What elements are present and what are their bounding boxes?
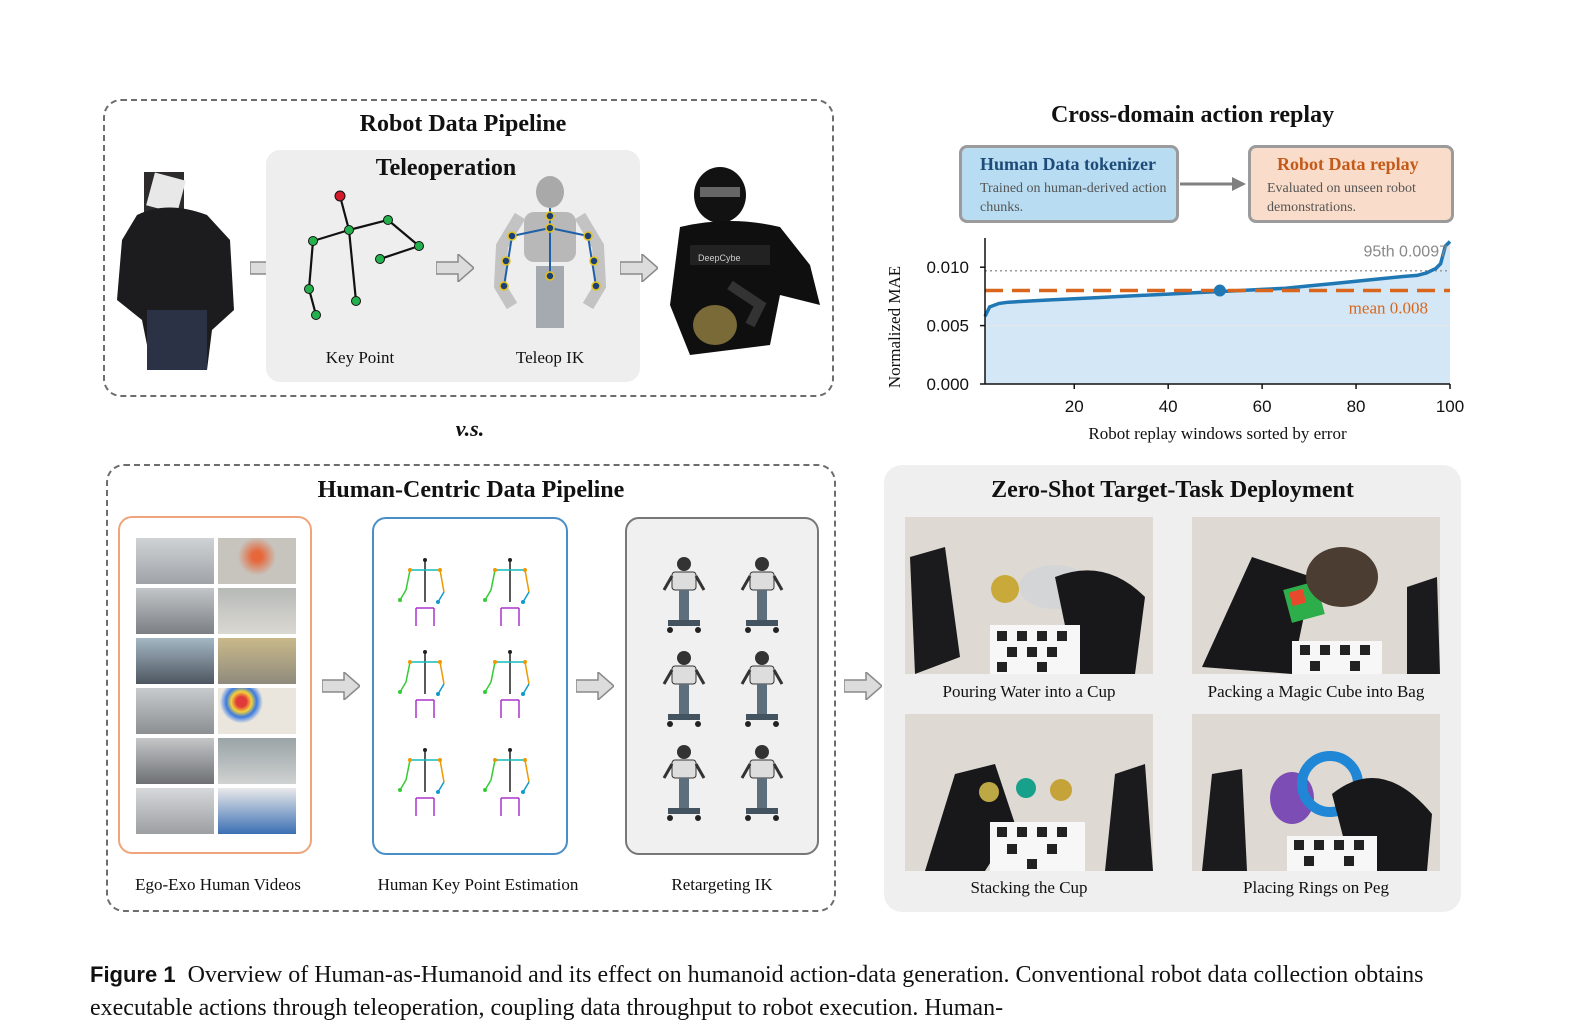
replay-error-chart: 0.000 0.005 0.010 20 40 60 80 100 95th 0.0097 mea… (885, 238, 1464, 443)
tokenizer-box: Human Data tokenizer Trained on human-de… (959, 145, 1179, 223)
robot-replay-box: Robot Data replay Evaluated on unseen ro… (1248, 145, 1454, 223)
video-thumbnail (218, 788, 296, 834)
p95-label: 95th 0.0097 (1363, 244, 1448, 261)
figure-caption: Figure 1 Overview of Human-as-Humanoid a… (90, 958, 1510, 1025)
key-point-label: Key Point (325, 348, 395, 367)
human-pipeline-panel (106, 464, 836, 912)
deployment-title: Zero-Shot Target-Task Deployment (991, 477, 1354, 503)
task-label-rings: Placing Rings on Peg (1243, 878, 1389, 897)
keypoint-estimation-label: Human Key Point Estimation (377, 875, 579, 894)
video-thumbnail (218, 738, 296, 784)
tokenizer-desc: Trained on human-derived action chunks. (980, 181, 1167, 215)
keypoint-estimation-box (372, 517, 568, 855)
keypoint-skeleton (304, 190, 424, 320)
figure-caption-text: Overview of Human-as-Humanoid and its ef… (90, 962, 1424, 1021)
arrow-right-icon (844, 672, 882, 700)
retargeting-label: Retargeting IK (671, 875, 773, 894)
y-tick-label: 0.005 (926, 317, 969, 336)
videos-label: Ego-Exo Human Videos (135, 875, 301, 894)
task-label-stacking: Stacking the Cup (970, 878, 1088, 897)
video-thumbnail (218, 588, 296, 634)
humanoid-robot-photo: DeepCybe (670, 167, 820, 355)
video-thumbnail (136, 788, 214, 834)
human-skeleton-grid (397, 557, 530, 817)
x-tick-label: 20 (1065, 397, 1084, 416)
arrow-right-icon (620, 254, 658, 282)
teleop-ik-robot (493, 176, 607, 328)
figure-label: Figure 1 (90, 962, 176, 987)
x-tick-label: 80 (1347, 397, 1366, 416)
arrow-right-icon (322, 672, 360, 700)
robot-replay-desc: Evaluated on unseen robot demonstrations… (1267, 181, 1416, 215)
x-tick-label: 100 (1436, 397, 1464, 416)
task-label-pouring: Pouring Water into a Cup (942, 682, 1116, 701)
video-thumbnail (218, 688, 296, 734)
video-thumbnail-grid (136, 538, 296, 838)
replay-title: Cross-domain action replay (1050, 102, 1335, 128)
video-thumbnail (136, 738, 214, 784)
video-thumbnail (136, 638, 214, 684)
teleoperator-photo (117, 172, 234, 370)
robot-pipeline-title: Robot Data Pipeline (359, 111, 567, 137)
task-photo-rings (1192, 714, 1440, 871)
ego-exo-videos-box (118, 516, 312, 854)
arrow-right-icon (576, 672, 614, 700)
y-tick-label: 0.010 (926, 258, 969, 277)
mean-crossing-marker (1213, 284, 1226, 297)
mean-label: mean 0.008 (1349, 299, 1428, 318)
series-line (983, 240, 1452, 318)
retargeting-box (625, 517, 819, 855)
y-tick-label: 0.000 (926, 375, 969, 394)
arrow-right-icon (1180, 177, 1246, 191)
video-thumbnail (136, 688, 214, 734)
robot-replay-title: Robot Data replay (1277, 154, 1419, 174)
x-tick-label: 40 (1159, 397, 1178, 416)
video-thumbnail (136, 588, 214, 634)
retargeted-robot-grid (662, 555, 784, 823)
task-photo-stacking (905, 714, 1153, 871)
video-thumbnail (218, 638, 296, 684)
teleoperation-title: Teleoperation (375, 155, 517, 181)
task-label-packing: Packing a Magic Cube into Bag (1207, 682, 1425, 701)
x-tick-label: 60 (1253, 397, 1272, 416)
teleop-ik-label: Teleop IK (515, 348, 585, 367)
versus-label: v.s. (455, 416, 485, 441)
video-thumbnail (136, 538, 214, 584)
robot-pipeline-panel (103, 99, 834, 397)
series-area (985, 241, 1450, 384)
arrow-right-icon (436, 254, 474, 282)
x-axis-label: Robot replay windows sorted by error (1088, 424, 1347, 443)
tokenizer-title: Human Data tokenizer (980, 154, 1156, 174)
task-photo-pouring (905, 517, 1153, 674)
human-pipeline-title: Human-Centric Data Pipeline (317, 477, 625, 503)
y-axis-label: Normalized MAE (885, 266, 904, 388)
svg-text:DeepCybe: DeepCybe (698, 253, 741, 263)
video-thumbnail (218, 538, 296, 584)
task-photo-packing (1192, 517, 1440, 674)
